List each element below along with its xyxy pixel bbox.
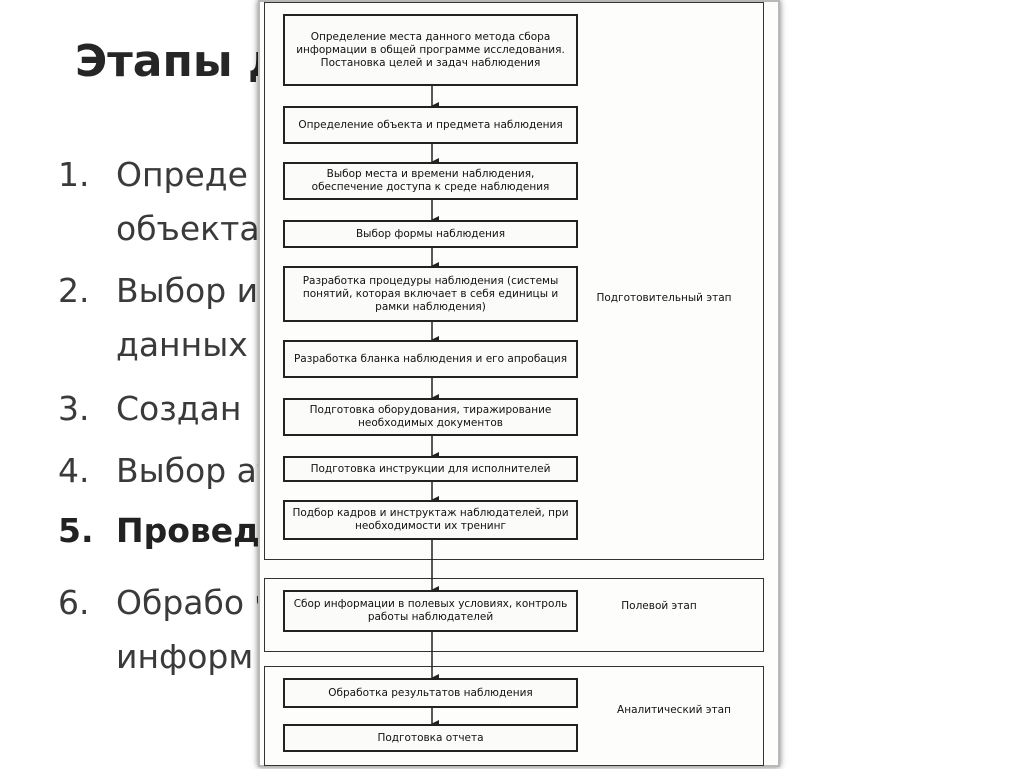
step-box: Подбор кадров и инструктаж наблюдателей,… — [283, 500, 578, 540]
analytical-stage-frame — [264, 666, 764, 766]
step-box: Определение объекта и предмета наблюдени… — [283, 106, 578, 144]
list-item: 5. Провед — [58, 504, 260, 558]
list-number: 3. — [58, 389, 90, 428]
step-box: Разработка процедуры наблюдения (системы… — [283, 266, 578, 322]
field-stage-frame — [264, 578, 764, 652]
list-text-cont: данных — [116, 325, 248, 364]
list-number: 5. — [58, 511, 94, 550]
list-item: 3. Создан — [58, 382, 241, 436]
list-number: 1. — [58, 155, 90, 194]
step-box: Определение места данного метода сбора и… — [283, 14, 578, 86]
step-box: Подготовка инструкции для исполнителей — [283, 456, 578, 482]
step-box: Сбор информации в полевых условиях, конт… — [283, 590, 578, 632]
flowchart-overlay: Определение места данного метода сбора и… — [258, 0, 780, 767]
stage-label-field: Полевой этап — [621, 600, 697, 612]
step-box: Выбор формы наблюдения — [283, 220, 578, 248]
step-box: Выбор места и времени наблюдения, обеспе… — [283, 162, 578, 200]
list-number: 6. — [58, 583, 90, 622]
preparatory-stage-frame — [264, 2, 764, 560]
list-number: 4. — [58, 451, 90, 490]
list-text: Провед — [116, 511, 260, 550]
list-text: Создан — [116, 389, 242, 428]
list-text-cont: информ — [116, 637, 254, 676]
stage-label-analytical: Аналитический этап — [617, 704, 731, 716]
step-box: Обработка результатов наблюдения — [283, 678, 578, 708]
step-box: Разработка бланка наблюдения и его апроб… — [283, 340, 578, 378]
flow-arrows — [431, 86, 439, 728]
stage-label-preparatory: Подготовительный этап — [596, 292, 732, 304]
list-number: 2. — [58, 271, 90, 310]
list-text-cont: объекта — [116, 209, 260, 248]
step-box: Подготовка оборудования, тиражирование н… — [283, 398, 578, 436]
step-box: Подготовка отчета — [283, 724, 578, 752]
